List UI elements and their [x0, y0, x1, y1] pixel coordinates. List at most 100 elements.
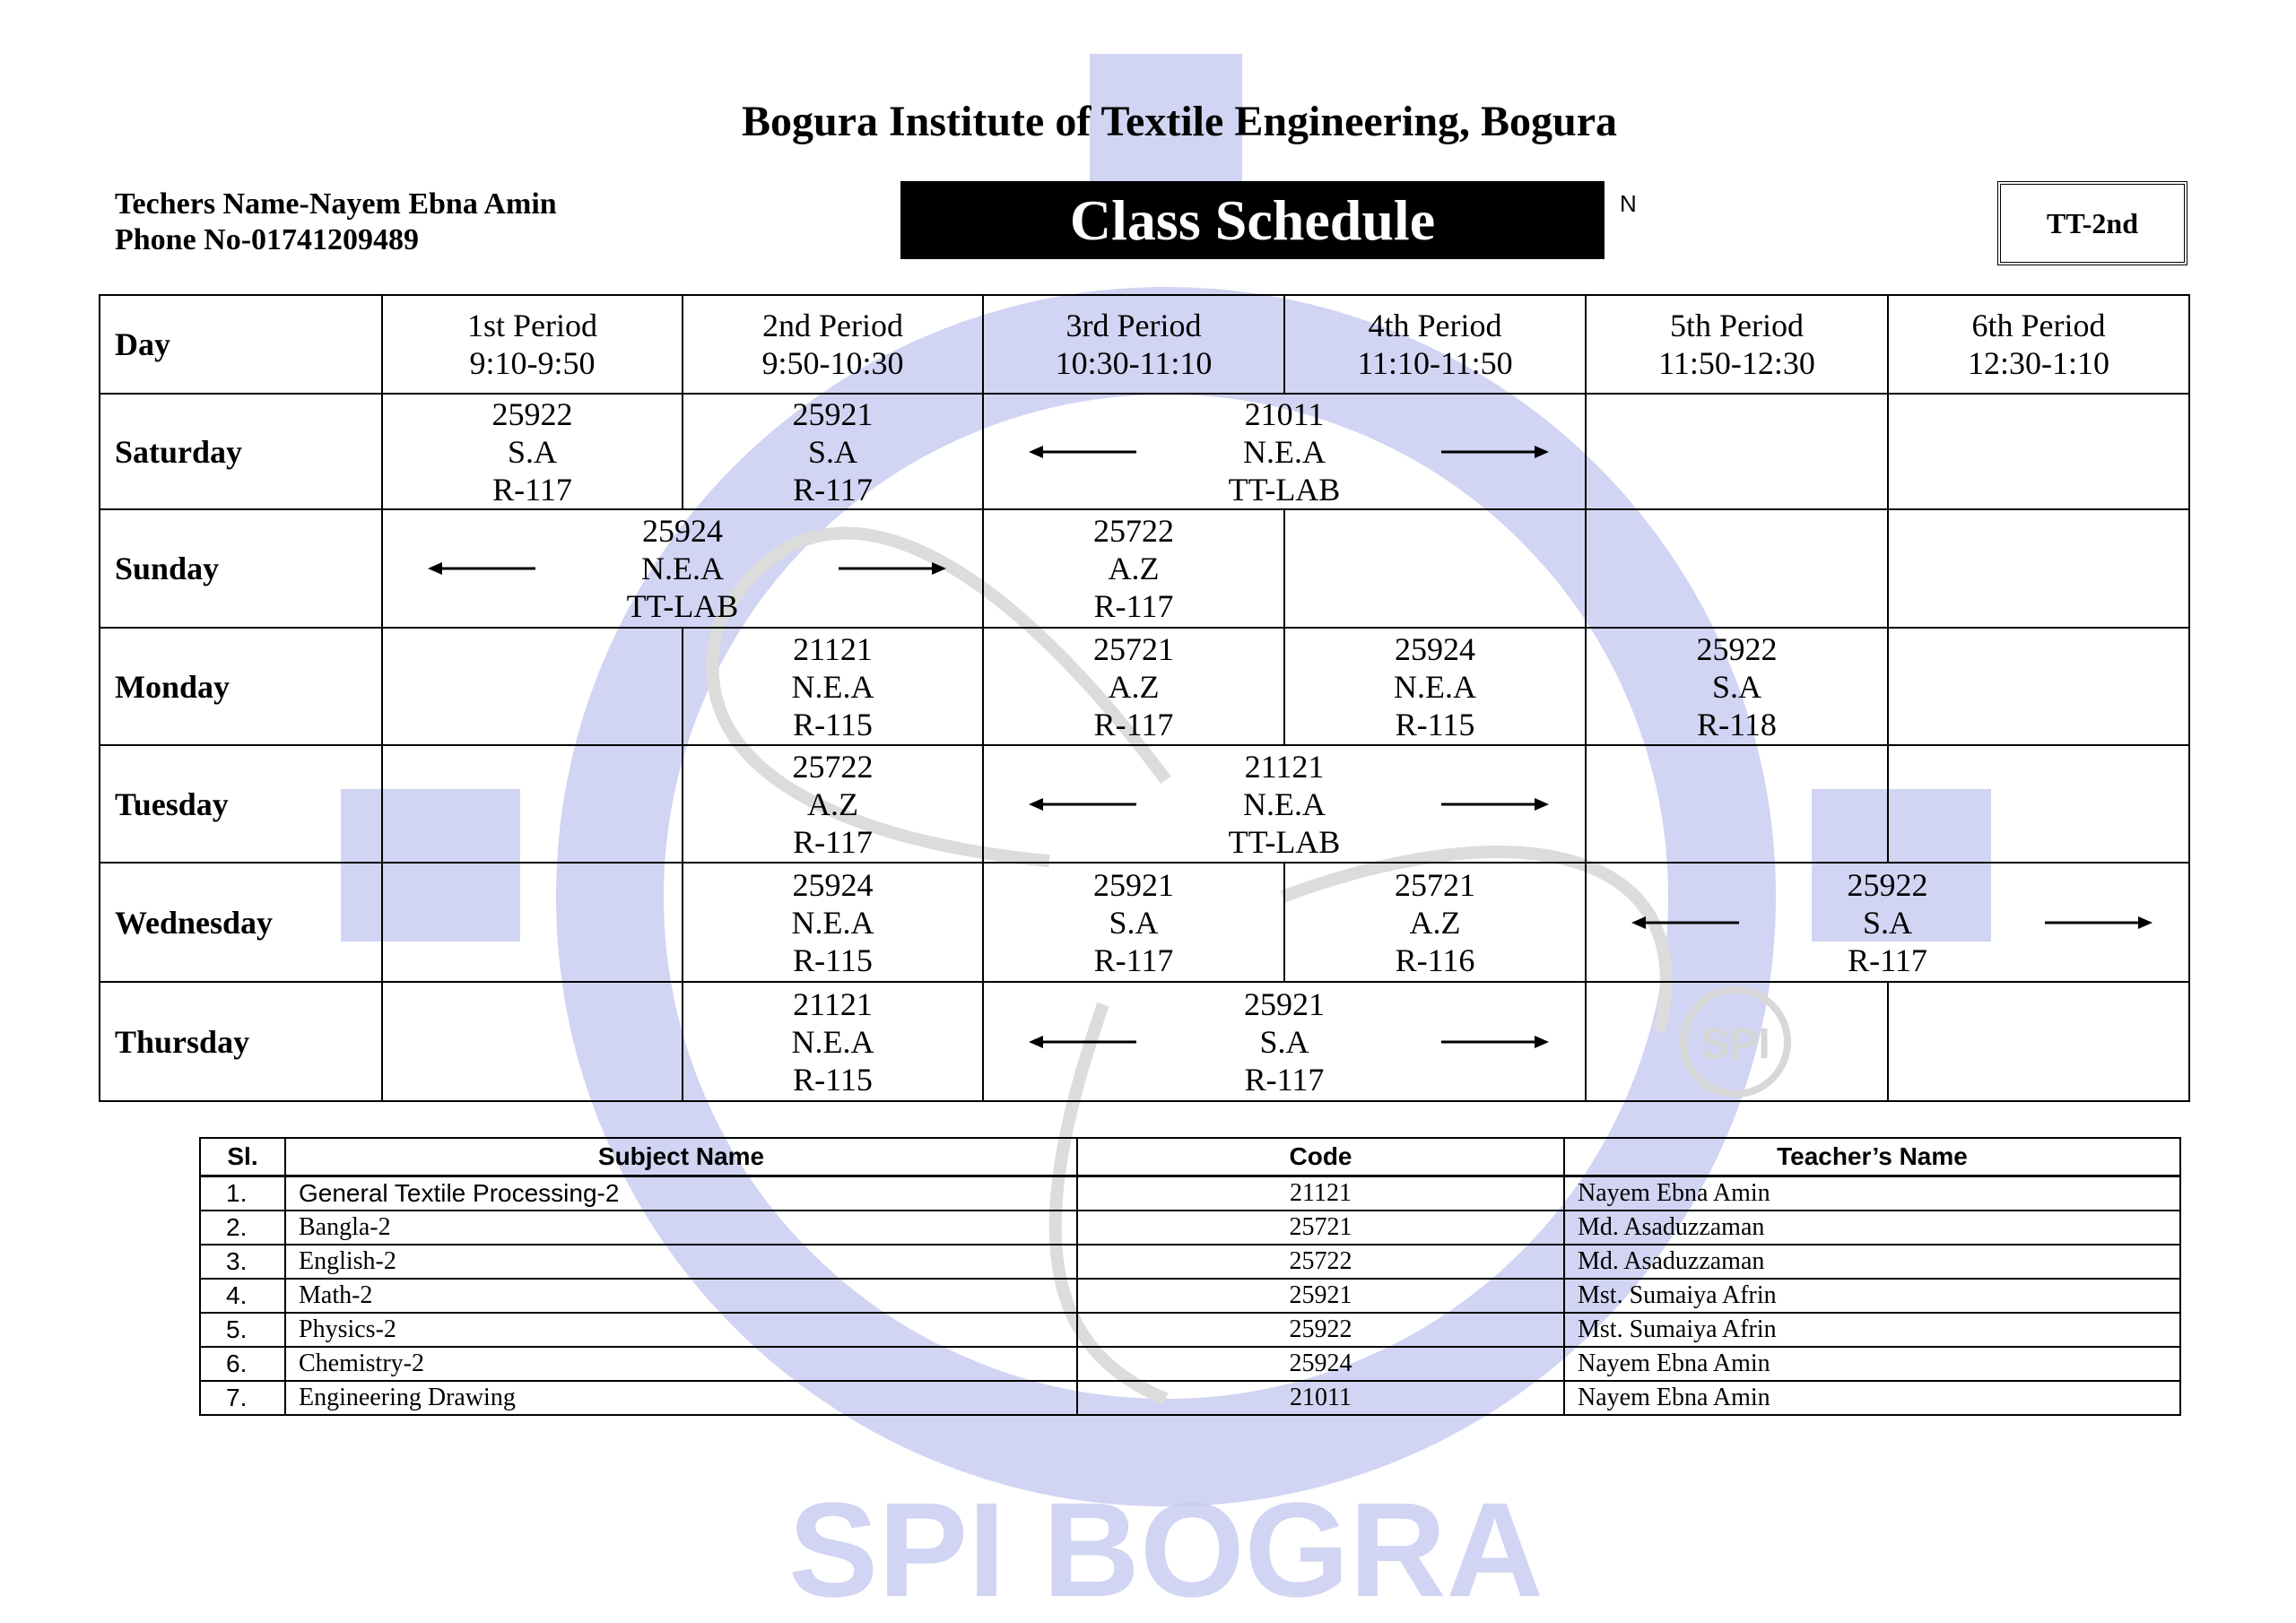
teacher-name: Techers Name-Nayem Ebna Amin [115, 187, 557, 221]
class-teacher: S.A [1711, 668, 1762, 705]
subject-name: Chemistry-2 [284, 1346, 1078, 1382]
empty-cell [1887, 744, 2190, 864]
subject-code: 25922 [1076, 1312, 1565, 1348]
subject-serial: 7. [199, 1380, 286, 1416]
teacher-info: Techers Name-Nayem Ebna Amin Phone No-01… [115, 187, 557, 258]
day-label: Tuesday [99, 744, 383, 864]
empty-cell [1585, 393, 1889, 510]
subject-serial: 5. [199, 1312, 286, 1348]
class-code: 25922 [1696, 630, 1778, 667]
subject-name: English-2 [284, 1244, 1078, 1280]
period-name: 5th Period [1670, 308, 1804, 343]
empty-cell [1887, 508, 2190, 629]
subject-code: 25921 [1076, 1278, 1565, 1314]
class-teacher: N.E.A [791, 1023, 874, 1060]
day-label: Saturday [99, 393, 383, 510]
class-teacher: S.A [1109, 904, 1159, 941]
subjects-column-header: Code [1076, 1137, 1565, 1177]
period-time: 9:10-9:50 [469, 345, 596, 381]
class-room: TT-LAB [1228, 823, 1341, 860]
class-teacher: A.Z [1108, 668, 1160, 705]
subject-teacher: Md. Asaduzzaman [1563, 1244, 2181, 1280]
subject-name: Math-2 [284, 1278, 1078, 1314]
class-room: R-117 [1093, 942, 1174, 978]
class-teacher: N.E.A [791, 668, 874, 705]
class-room: R-115 [793, 942, 873, 978]
period-name: 4th Period [1368, 308, 1502, 343]
class-code: 25921 [792, 395, 874, 432]
class-room: R-115 [793, 706, 873, 742]
period-time: 10:30-11:10 [1055, 345, 1213, 381]
day-header: Day [99, 294, 383, 395]
empty-cell [1585, 981, 1889, 1102]
class-schedule-banner: Class Schedule [900, 181, 1605, 259]
institute-title: Bogura Institute of Textile Engineering,… [741, 98, 1618, 145]
subject-teacher: Nayem Ebna Amin [1563, 1346, 2181, 1382]
class-room: R-116 [1395, 942, 1475, 978]
arrow-right-icon [1441, 1035, 1549, 1048]
class-code: 25924 [792, 866, 874, 903]
class-teacher: S.A [807, 433, 858, 470]
arrow-right-icon [1441, 797, 1549, 811]
subject-teacher: Nayem Ebna Amin [1563, 1380, 2181, 1416]
period-time: 11:50-12:30 [1658, 345, 1815, 381]
class-teacher: N.E.A [1394, 668, 1476, 705]
day-label: Sunday [99, 508, 383, 629]
empty-cell [1887, 393, 2190, 510]
subjects-column-header: Subject Name [284, 1137, 1078, 1177]
subject-name: Physics-2 [284, 1312, 1078, 1348]
arrow-left-icon [1029, 797, 1136, 811]
n-mark: N [1620, 190, 1637, 217]
subject-teacher: Mst. Sumaiya Afrin [1563, 1278, 2181, 1314]
class-code: 25721 [1093, 630, 1174, 667]
arrow-left-icon [1631, 916, 1739, 929]
class-teacher: N.E.A [791, 904, 874, 941]
subjects-column-header: Teacher’s Name [1563, 1137, 2181, 1177]
subject-teacher: Mst. Sumaiya Afrin [1563, 1312, 2181, 1348]
period-name: 3rd Period [1065, 308, 1202, 343]
subject-teacher: Md. Asaduzzaman [1563, 1210, 2181, 1245]
class-teacher: A.Z [1108, 551, 1160, 586]
empty-cell [1887, 981, 2190, 1102]
subject-code: 25722 [1076, 1244, 1565, 1280]
empty-cell [1283, 508, 1587, 629]
subjects-column-header: Sl. [199, 1137, 286, 1177]
empty-cell [1585, 744, 1889, 864]
class-room: R-117 [492, 471, 572, 508]
class-code: 25922 [1847, 866, 1928, 903]
day-label: Wednesday [99, 862, 383, 983]
subject-teacher: Nayem Ebna Amin [1563, 1175, 2181, 1211]
subject-serial: 3. [199, 1244, 286, 1280]
subject-serial: 4. [199, 1278, 286, 1314]
empty-cell [1585, 508, 1889, 629]
period-time: 12:30-1:10 [1968, 345, 2109, 381]
period-name: 1st Period [466, 308, 597, 343]
arrow-right-icon [839, 562, 946, 575]
